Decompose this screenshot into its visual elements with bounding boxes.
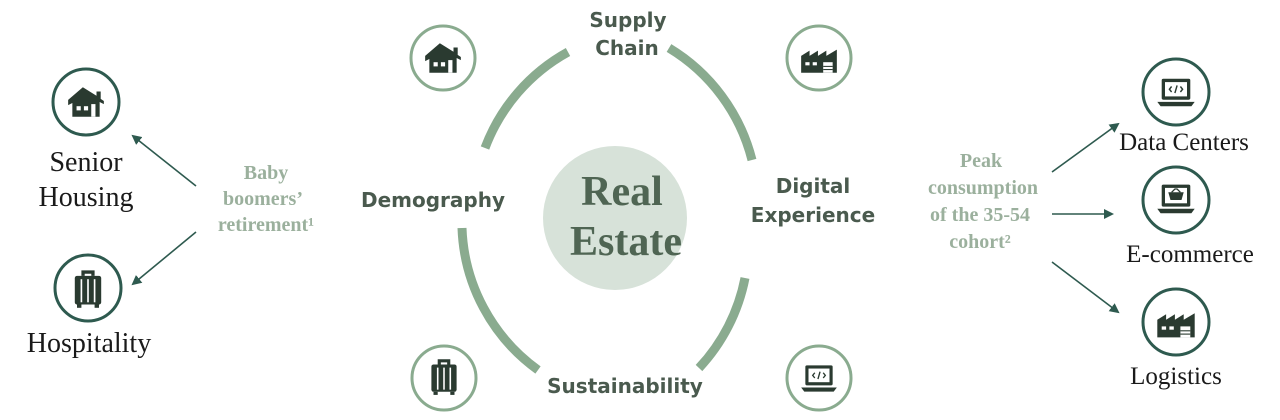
ring-icon-bottom-left [410,344,478,412]
ecommerce-label: E-commerce [1126,241,1254,268]
left-driver-line2: boomers’ [223,188,303,210]
label-experience: Experience [751,203,875,227]
left-driver-line1: Baby [244,162,288,184]
label-digital: Digital [776,174,851,198]
ring-arc-bottom-left [457,227,541,374]
label-sustainability: Sustainability [547,374,703,398]
arrow-to-logistics [1051,261,1120,314]
label-chain: Chain [595,36,659,60]
ring-icon-top-right [785,24,853,92]
center-hub: Real Estate [543,146,687,290]
outcome-senior-housing: Senior Housing [39,67,134,213]
center-title-line2: Estate [570,219,682,265]
cart-icon [1156,183,1196,214]
ring-icon-bottom-right [785,344,853,412]
arrow-to-data-centers [1051,122,1120,173]
arrow-to-senior-housing [131,134,197,187]
arrow-to-hospitality [131,231,197,286]
senior-housing-line2: Housing [39,182,134,213]
senior-housing-line1: Senior [49,147,123,178]
laptop-icon [1156,78,1196,108]
outcome-logistics: Logistics [1130,287,1222,390]
center-title-line1: Real [581,169,663,215]
suitcase-icon [73,269,103,309]
outcome-data-centers: Data Centers [1119,57,1249,156]
ring-icon-top-left [409,24,477,92]
label-supply: Supply [589,8,666,32]
hospitality-label: Hospitality [27,328,151,359]
ring [457,44,757,374]
label-demography: Demography [361,188,505,212]
logistics-label: Logistics [1130,363,1222,390]
right-driver: Peak consumption of the 35-54 cohort² [928,150,1038,253]
suitcase-icon [430,358,458,396]
right-driver-line2: consumption [928,177,1038,199]
ring-arc-top-right [666,44,757,162]
ring-arc-top-left [480,48,571,150]
right-driver-line3: of the 35-54 [930,204,1030,226]
right-driver-line1: Peak [960,150,1003,172]
laptop-icon [800,364,838,393]
ring-arc-bottom-right [695,277,750,372]
data-centers-label: Data Centers [1119,129,1249,156]
outcome-hospitality: Hospitality [27,253,151,359]
left-driver: Baby boomers’ retirement¹ [218,162,314,236]
left-driver-line3: retirement¹ [218,214,314,236]
right-driver-line4: cohort² [949,231,1011,253]
outcome-ecommerce: E-commerce [1126,165,1254,268]
